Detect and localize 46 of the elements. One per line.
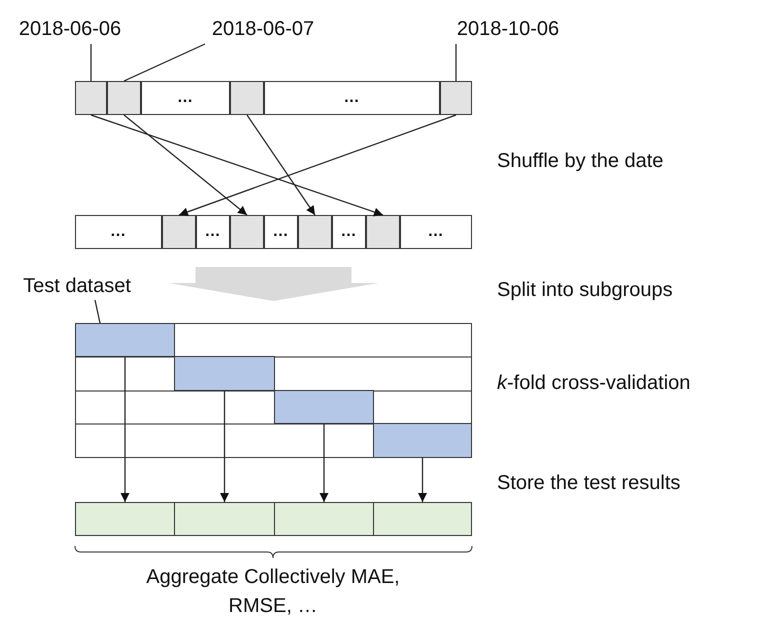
fold-grid [75, 323, 472, 458]
test-fold-segment [75, 323, 175, 357]
leader-line [90, 44, 92, 81]
step-label: Store the test results [497, 471, 680, 496]
date-segment [298, 215, 332, 249]
test-fold-segment [274, 390, 374, 424]
date-segment [75, 81, 107, 115]
data-segment: … [264, 215, 298, 249]
date-label: 2018-06-07 [198, 14, 328, 44]
test-fold-segment [174, 356, 275, 391]
block-arrow [168, 267, 378, 301]
date-segment [162, 215, 196, 249]
date-segment [440, 81, 472, 115]
date-segment [230, 81, 264, 115]
result-segment [75, 502, 175, 536]
arrow [220, 391, 229, 502]
data-segment: … [264, 81, 440, 115]
arrow [120, 357, 130, 502]
arrow [320, 424, 328, 502]
result-segment [274, 502, 374, 536]
arrow [246, 114, 316, 216]
test-fold-segment [373, 423, 472, 458]
date-segment [230, 215, 264, 249]
date-segment [366, 215, 400, 249]
data-segment: … [196, 215, 230, 249]
leader-line [455, 44, 457, 81]
date-label: 2018-06-06 [10, 14, 130, 44]
date-label: 2018-10-06 [448, 14, 568, 44]
callout-label: Test dataset [12, 272, 142, 300]
date-segment [107, 81, 141, 115]
data-segment: … [141, 81, 230, 115]
arrow [178, 114, 456, 216]
step-label: Shuffle by the date [497, 149, 664, 174]
arrow [90, 114, 384, 216]
data-bar [75, 81, 472, 115]
result-segment [373, 502, 472, 536]
result-segment [174, 502, 275, 536]
step-label: Split into subgroups [497, 278, 673, 303]
step-label: k-fold cross-validation [497, 371, 690, 396]
data-segment: … [332, 215, 366, 249]
leader-line [94, 300, 101, 324]
arrow [124, 114, 248, 216]
arrow [418, 458, 427, 502]
data-bar [75, 502, 472, 536]
summary-note: Aggregate Collectively MAE, RMSE, … [145, 565, 401, 619]
leader-line [124, 43, 206, 82]
